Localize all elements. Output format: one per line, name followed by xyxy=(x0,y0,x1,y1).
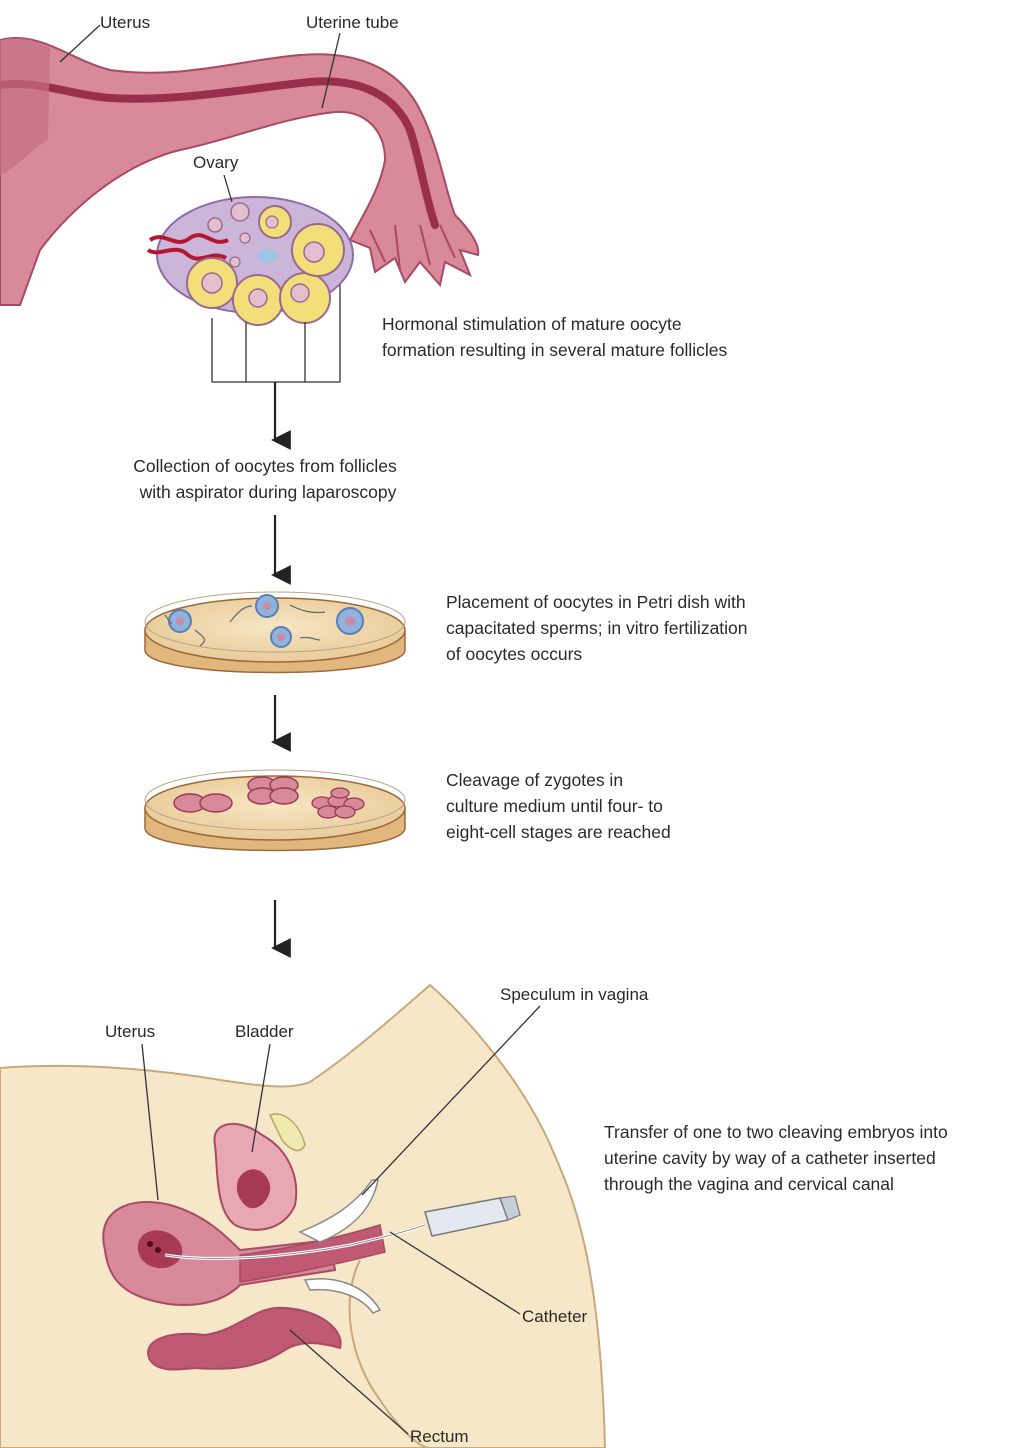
oocyte xyxy=(337,608,363,634)
label-uterus-bottom: Uterus xyxy=(105,1022,155,1041)
small-follicle xyxy=(231,203,249,221)
step-4-line-2: culture medium until four- to xyxy=(446,796,663,816)
step-5-line-3: through the vagina and cervical canal xyxy=(604,1174,894,1194)
oocyte xyxy=(169,610,191,632)
step-1-line-2: formation resulting in several mature fo… xyxy=(382,340,728,360)
step-5-line-1: Transfer of one to two cleaving embryos … xyxy=(604,1122,948,1142)
oocyte xyxy=(256,595,278,617)
step-4-line-1: Cleavage of zygotes in xyxy=(446,770,623,790)
label-catheter: Catheter xyxy=(522,1307,588,1326)
step-3-line-2: capacitated sperms; in vitro fertilizati… xyxy=(446,618,748,638)
pelvic-cross-section xyxy=(0,985,605,1448)
label-rectum: Rectum xyxy=(410,1427,469,1446)
label-uterus-top: Uterus xyxy=(100,13,150,32)
ovary-illustration xyxy=(148,197,353,325)
step-3-line-3: of oocytes occurs xyxy=(446,644,582,664)
corpus-region xyxy=(258,249,278,263)
step-3-line-1: Placement of oocytes in Petri dish with xyxy=(446,592,746,612)
label-uterine-tube: Uterine tube xyxy=(306,13,399,32)
embryo-dot xyxy=(155,1247,161,1253)
four-cell-embryo xyxy=(248,777,298,804)
small-follicle xyxy=(240,233,250,243)
petri-dish-fertilization xyxy=(145,592,405,673)
leader-uterus-top xyxy=(60,25,100,62)
follicle xyxy=(187,258,237,308)
follicle xyxy=(233,275,283,325)
small-follicle xyxy=(230,257,240,267)
step-1-line-1: Hormonal stimulation of mature oocyte xyxy=(382,314,682,334)
petri-dish-cleavage xyxy=(145,770,405,851)
step-2-line-1: Collection of oocytes from follicles xyxy=(133,456,397,476)
follicle xyxy=(259,206,291,238)
label-bladder: Bladder xyxy=(235,1022,294,1041)
follicle xyxy=(280,273,330,323)
embryo-dot xyxy=(147,1241,153,1247)
step-5-line-2: uterine cavity by way of a catheter inse… xyxy=(604,1148,936,1168)
step-2-line-2: with aspirator during laparoscopy xyxy=(139,482,397,502)
label-speculum: Speculum in vagina xyxy=(500,985,649,1004)
small-follicle xyxy=(208,218,222,232)
follicle xyxy=(292,224,344,276)
oocyte xyxy=(271,627,291,647)
label-ovary: Ovary xyxy=(193,153,239,172)
step-4-line-3: eight-cell stages are reached xyxy=(446,822,671,842)
leader-ovary xyxy=(224,175,232,202)
